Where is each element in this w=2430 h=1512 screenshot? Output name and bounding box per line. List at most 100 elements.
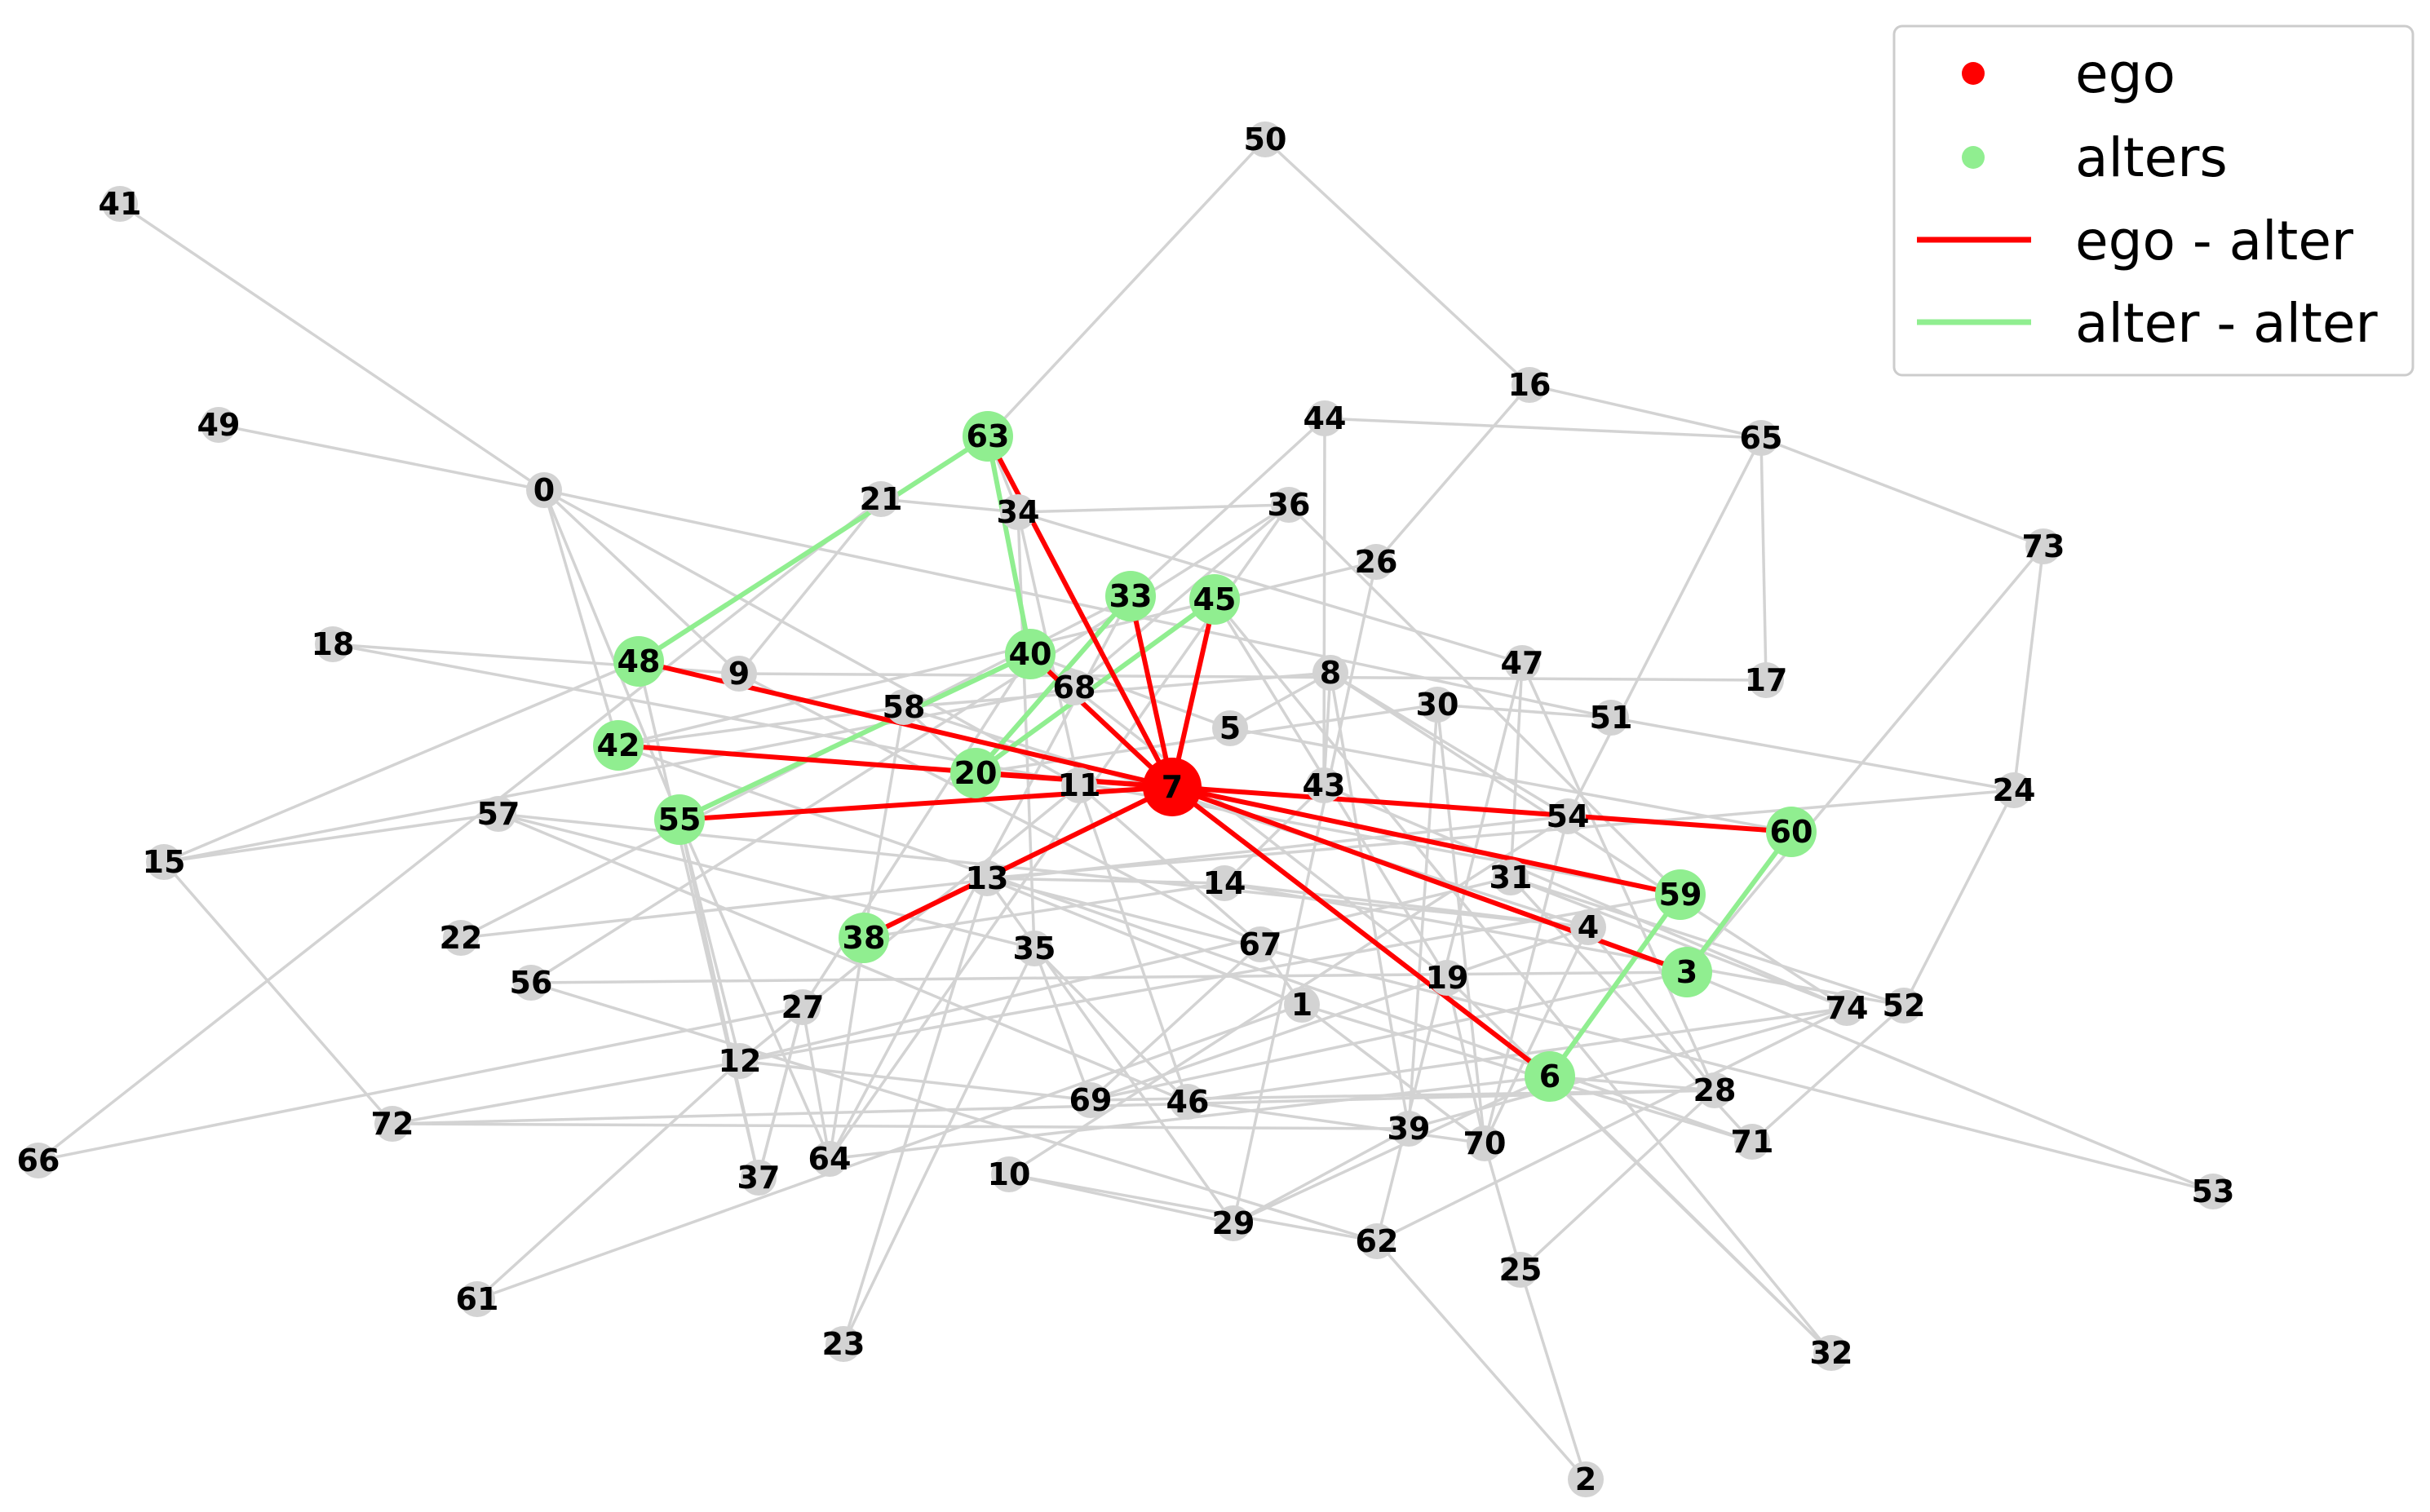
edge-7-6 bbox=[1171, 785, 1551, 1079]
legend-alter-alter-label: alter - alter bbox=[2075, 292, 2378, 355]
node-44: 44 bbox=[1304, 400, 1346, 436]
node-18: 18 bbox=[312, 626, 354, 662]
node-35: 35 bbox=[1013, 931, 1056, 966]
node-62: 62 bbox=[1356, 1223, 1398, 1259]
edge-11-46 bbox=[1078, 785, 1189, 1103]
edge-65-73 bbox=[1760, 436, 2044, 548]
node-label-37: 37 bbox=[737, 1160, 781, 1196]
node-label-16: 16 bbox=[1508, 367, 1551, 403]
node-label-29: 29 bbox=[1212, 1205, 1255, 1241]
node-label-48: 48 bbox=[617, 643, 661, 679]
edge-15-68 bbox=[163, 686, 1075, 864]
node-marker-26 bbox=[1358, 544, 1394, 580]
node-label-71: 71 bbox=[1731, 1124, 1774, 1160]
edges-layer bbox=[37, 138, 2214, 1481]
node-label-46: 46 bbox=[1166, 1084, 1210, 1120]
edge-31-74 bbox=[1510, 876, 1848, 1010]
edge-7-33 bbox=[1128, 595, 1175, 788]
node-7: 7 bbox=[1143, 758, 1202, 816]
node-label-27: 27 bbox=[781, 989, 825, 1025]
node-60: 60 bbox=[1766, 807, 1817, 857]
node-marker-74 bbox=[1829, 990, 1865, 1026]
node-30: 30 bbox=[1416, 687, 1458, 723]
edge-49-0 bbox=[218, 423, 545, 492]
node-20: 20 bbox=[950, 748, 1001, 798]
edge-43-74 bbox=[1323, 784, 1848, 1010]
node-63: 63 bbox=[963, 411, 1013, 462]
node-marker-71 bbox=[1734, 1124, 1770, 1160]
node-label-7: 7 bbox=[1162, 769, 1183, 805]
node-marker-36 bbox=[1271, 487, 1307, 523]
edge-30-70 bbox=[1436, 704, 1486, 1144]
edge-24-51 bbox=[1610, 716, 2015, 792]
edge-52-71 bbox=[1751, 1004, 1905, 1143]
node-marker-55 bbox=[654, 794, 705, 845]
node-19: 19 bbox=[1426, 960, 1468, 996]
node-label-20: 20 bbox=[954, 755, 998, 791]
edge-73-3 bbox=[1685, 545, 2045, 974]
node-27: 27 bbox=[781, 989, 825, 1025]
edge-66-21 bbox=[37, 497, 883, 1162]
node-46: 46 bbox=[1166, 1084, 1210, 1120]
node-marker-68 bbox=[1056, 670, 1092, 705]
node-label-45: 45 bbox=[1193, 581, 1237, 617]
node-label-15: 15 bbox=[143, 844, 186, 880]
edge-50-16 bbox=[1264, 138, 1531, 387]
node-marker-4 bbox=[1570, 909, 1606, 945]
node-marker-11 bbox=[1061, 767, 1097, 803]
node-marker-12 bbox=[722, 1043, 758, 1079]
node-label-4: 4 bbox=[1578, 909, 1599, 945]
node-22: 22 bbox=[440, 920, 482, 956]
node-label-69: 69 bbox=[1069, 1082, 1113, 1118]
node-label-50: 50 bbox=[1244, 122, 1287, 157]
edge-28-25 bbox=[1519, 1089, 1716, 1271]
node-marker-44 bbox=[1307, 400, 1343, 436]
node-15: 15 bbox=[143, 844, 186, 880]
node-64: 64 bbox=[808, 1141, 852, 1177]
edge-7-3 bbox=[1171, 785, 1689, 975]
node-38: 38 bbox=[839, 913, 889, 963]
node-33: 33 bbox=[1105, 571, 1156, 621]
node-marker-15 bbox=[146, 844, 182, 880]
node-label-6: 6 bbox=[1539, 1059, 1560, 1094]
edge-7-40 bbox=[1028, 652, 1175, 789]
node-label-38: 38 bbox=[843, 920, 886, 956]
node-6: 6 bbox=[1525, 1051, 1575, 1102]
node-marker-3 bbox=[1662, 947, 1712, 997]
edge-72-28 bbox=[392, 1089, 1715, 1125]
edge-50-63 bbox=[986, 138, 1267, 438]
edge-15-72 bbox=[162, 860, 394, 1125]
node-label-55: 55 bbox=[658, 802, 702, 838]
edge-37-27 bbox=[757, 1006, 804, 1178]
node-12: 12 bbox=[719, 1043, 761, 1079]
node-marker-31 bbox=[1493, 860, 1529, 895]
edge-7-45 bbox=[1170, 599, 1217, 788]
edge-53-3 bbox=[1686, 970, 2214, 1193]
edge-13-1 bbox=[986, 877, 1303, 1006]
edge-72-59 bbox=[392, 893, 1681, 1125]
edge-7-38 bbox=[862, 785, 1174, 940]
edge-41-0 bbox=[119, 202, 545, 492]
edge-13-14 bbox=[986, 877, 1225, 885]
node-marker-46 bbox=[1170, 1084, 1206, 1120]
edge-5-40 bbox=[1029, 652, 1231, 730]
node-marker-59 bbox=[1655, 869, 1706, 920]
node-marker-13 bbox=[969, 860, 1005, 896]
node-5: 5 bbox=[1212, 710, 1248, 746]
node-label-57: 57 bbox=[477, 796, 520, 832]
node-74: 74 bbox=[1826, 990, 1868, 1026]
node-34: 34 bbox=[997, 494, 1039, 530]
node-label-64: 64 bbox=[808, 1141, 852, 1177]
edge-67-69 bbox=[1089, 943, 1262, 1102]
node-21: 21 bbox=[860, 481, 902, 517]
node-label-40: 40 bbox=[1009, 636, 1052, 672]
node-marker-23 bbox=[825, 1326, 861, 1362]
edge-19-40 bbox=[1029, 652, 1449, 979]
edge-30-51 bbox=[1436, 703, 1612, 719]
node-47: 47 bbox=[1501, 645, 1543, 681]
node-0: 0 bbox=[526, 472, 562, 508]
node-marker-30 bbox=[1419, 687, 1455, 723]
edge-7-59 bbox=[1171, 785, 1681, 897]
edge-47-31 bbox=[1509, 662, 1524, 878]
edge-33-20 bbox=[973, 595, 1133, 775]
